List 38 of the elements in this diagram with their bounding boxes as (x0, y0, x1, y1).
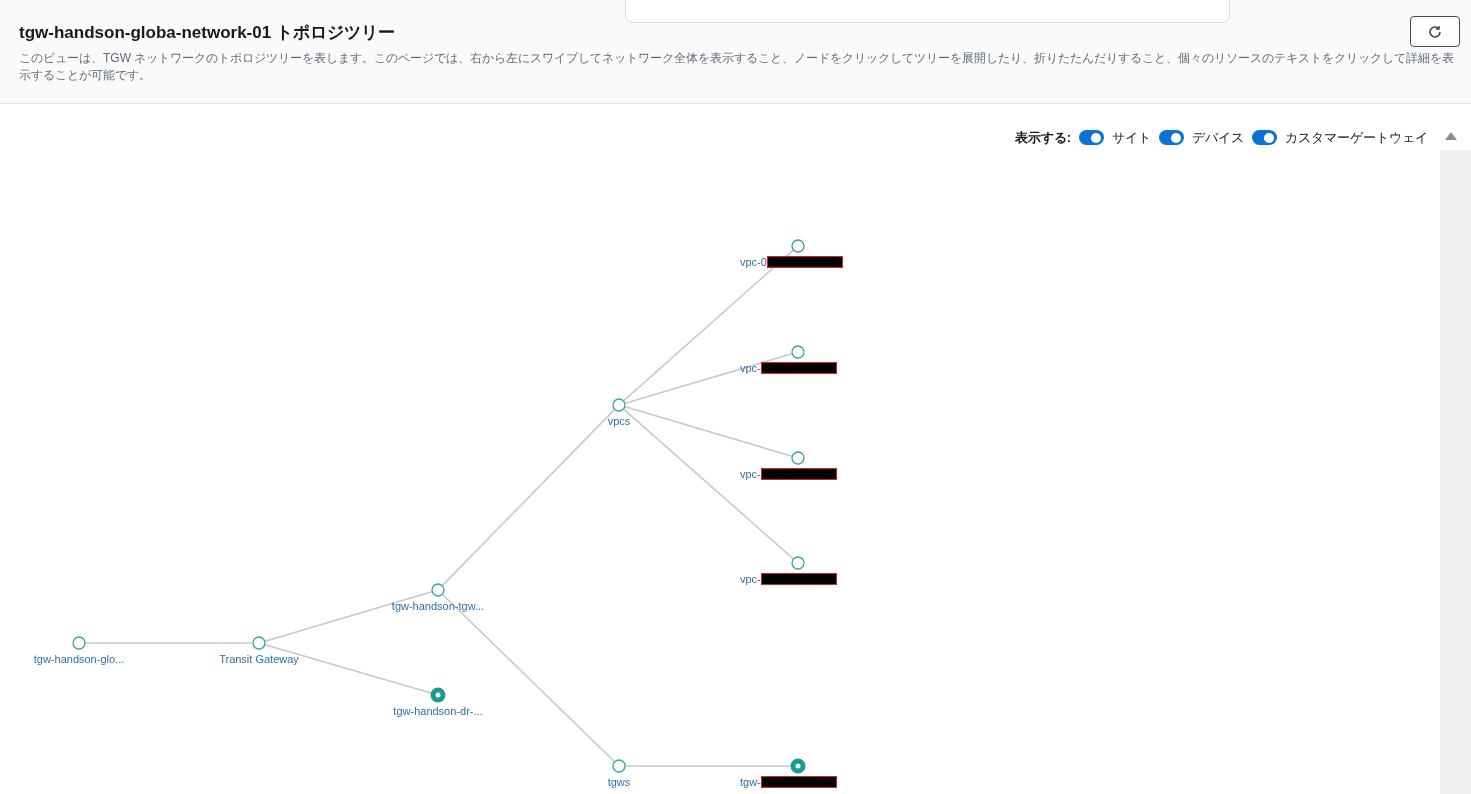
tree-link (624, 406, 793, 457)
page-description: このビューは、TGW ネットワークのトポロジツリーを表します。このページでは、右から左にスワイプしてネットワーク全体を表示すること、ノードをクリックしてツリーを展開したり、折りたたんだりすること、個々のリソースのテキストをクリックして詳細を表示することが可能です。 (19, 50, 1456, 84)
tree-link (624, 353, 793, 404)
tree-node (430, 582, 446, 598)
filter-label: 表示する: (1014, 129, 1071, 147)
tree-link (623, 249, 794, 402)
tree-link (441, 408, 616, 587)
node-label: tgw-handson-dr-... (393, 704, 483, 719)
node-label: tgw-handson-glo... (33, 652, 125, 667)
filled-tree-node (430, 687, 446, 703)
tree-node (790, 238, 806, 254)
tree-link (623, 408, 794, 560)
tree-link (264, 644, 433, 694)
toggle-label: カスタマーゲートウェイ (1285, 129, 1428, 147)
tree-link (441, 593, 616, 763)
tree-node (71, 635, 87, 651)
tree-link (84, 642, 254, 644)
toggle-label: サイト (1112, 129, 1151, 147)
tree-node (251, 635, 267, 651)
node-label: vpc- (740, 467, 761, 482)
tree-node (790, 344, 806, 360)
node-label: vpc-0 (740, 255, 767, 270)
node-label: Transit Gateway (219, 652, 299, 667)
node-label: vpc- (740, 572, 761, 587)
node-label: tgw-handson-tgw... (391, 599, 485, 614)
tree-node (790, 555, 806, 571)
page-title: tgw-handson-globa-network-01 トポロジツリー (19, 22, 395, 44)
tree-link (264, 591, 433, 642)
tree-node (611, 758, 627, 774)
node-label: vpcs (607, 414, 631, 429)
toggle-label: デバイス (1192, 129, 1244, 147)
filled-tree-node (790, 758, 806, 774)
node-label: tgw- (740, 775, 761, 790)
tree-link (624, 765, 793, 767)
node-label: vpc- (740, 361, 761, 376)
tree-node (611, 397, 627, 413)
tree-node (790, 450, 806, 466)
node-label: tgws (607, 775, 631, 790)
